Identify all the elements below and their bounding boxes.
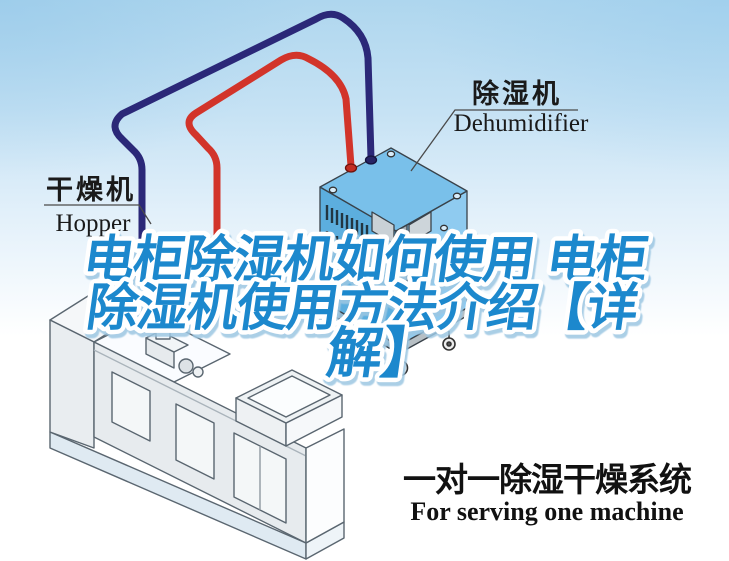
fitting-navy [364,155,378,165]
dehumidifier-label: 除湿机 Dehumidifier [410,78,589,172]
pipe-navy [111,10,375,267]
dehumidifier-illustration [317,147,468,377]
grille-right [408,211,432,245]
hopper-leader-line [44,204,152,225]
hopper-label: 干燥机 Hopper [44,175,152,237]
hopper-label-zh: 干燥机 [46,175,136,205]
caster-wheels [317,314,456,377]
caption-en: For serving one machine [410,497,683,526]
body-end-face [305,428,345,544]
fitting-red [344,163,358,173]
grille-left [371,211,395,245]
headline-line-2: 除湿机使用方法介绍【详 [83,279,641,336]
barrel-nozzle [192,366,204,378]
eyelets [328,150,462,251]
base-trim-left [319,299,397,353]
headline-line-1: 电柜除湿机如何使用 电柜 [80,231,651,288]
barrel-flange [178,358,194,374]
dehumidifier-label-zh: 除湿机 [472,78,562,109]
window-2 [175,403,215,480]
headline: 电柜除湿机如何使用 电柜 除湿机使用方法介绍【详 解】 [75,227,655,389]
molding-machine-illustration [49,267,345,560]
dehumidifier-leader-line [410,109,578,172]
caption: 一对一除湿干燥系统 For serving one machine [403,461,693,526]
vent-slats [325,205,369,261]
pipe-red [185,51,355,267]
tower-front [49,319,95,449]
base-trim-right [406,307,468,350]
caption-zh: 一对一除湿干燥系统 [403,461,692,499]
headline-line-3: 解】 [323,322,440,384]
lid-top-inner [247,375,331,418]
hopper-funnel [135,267,191,340]
window-1 [111,371,151,442]
hopper-label-en: Hopper [56,210,132,237]
dehumidifier-label-en: Dehumidifier [454,110,589,137]
